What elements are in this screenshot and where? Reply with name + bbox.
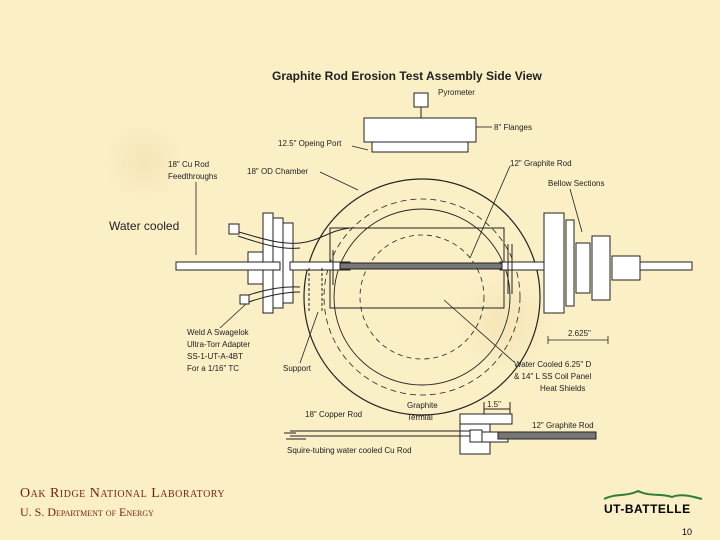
chamber	[303, 178, 541, 416]
dimension-2625	[547, 336, 609, 344]
feedthroughs	[228, 223, 351, 305]
right-flange	[543, 212, 641, 314]
label-flanges: 8" Flanges	[494, 123, 532, 132]
graphite-rod	[339, 262, 503, 270]
label-copper-rod: 18" Copper Rod	[305, 410, 362, 419]
label-support: Support	[283, 364, 312, 373]
label-chamber: 18" OD Chamber	[247, 167, 308, 176]
rod-assembly	[175, 244, 693, 294]
ut-battelle-logo: UT-BATTELLE	[603, 489, 703, 516]
label-weld-3: SS-1-UT-A-4BT	[187, 352, 243, 361]
label-graphite-rod-bottom: 12" Graphite Rod	[532, 421, 594, 430]
label-shield-1: Water Cooled 6.25" D	[514, 360, 591, 369]
label-graphite-term-2: Termial	[407, 413, 433, 422]
label-squire: Squire-tubing water cooled Cu Rod	[287, 446, 412, 455]
org-department: U. S. Department of Energy	[20, 505, 154, 519]
diagram-title: Graphite Rod Erosion Test Assembly Side …	[272, 69, 543, 83]
label-bellow: Bellow Sections	[548, 179, 604, 188]
water-cooled-label: Water cooled	[109, 219, 180, 233]
flanges	[363, 117, 477, 153]
footer-org: Oak Ridge National Laboratory U. S. Depa…	[20, 486, 225, 520]
label-graphite-rod-top: 12" Graphite Rod	[510, 159, 572, 168]
label-port: 12.5" Opeing Port	[278, 139, 342, 148]
label-1-5: 1.5"	[487, 400, 501, 409]
supports	[308, 268, 323, 312]
pyrometer	[413, 92, 429, 118]
label-weld-1: Weld A Swagelok	[187, 328, 250, 337]
org-name: Oak Ridge National Laboratory	[20, 486, 226, 501]
label-cu-rod: 18" Cu Rod	[168, 160, 209, 169]
label-shield-3: Heat Shields	[540, 384, 585, 393]
label-pyrometer: Pyrometer	[438, 88, 475, 97]
label-shield-2: & 14" L SS Coil Panel	[514, 372, 591, 381]
label-feedthroughs: Feedthroughs	[168, 172, 217, 181]
page-number: 10	[682, 527, 693, 537]
label-weld-2: Ultra-Torr Adapter	[187, 340, 250, 349]
label-weld-4: For a 1/16" TC	[187, 364, 239, 373]
svg-text:UT-BATTELLE: UT-BATTELLE	[604, 502, 691, 516]
label-graphite-term-1: Graphite	[407, 401, 438, 410]
bottom-rod-detail	[284, 402, 597, 455]
label-2625: 2.625"	[568, 329, 591, 338]
